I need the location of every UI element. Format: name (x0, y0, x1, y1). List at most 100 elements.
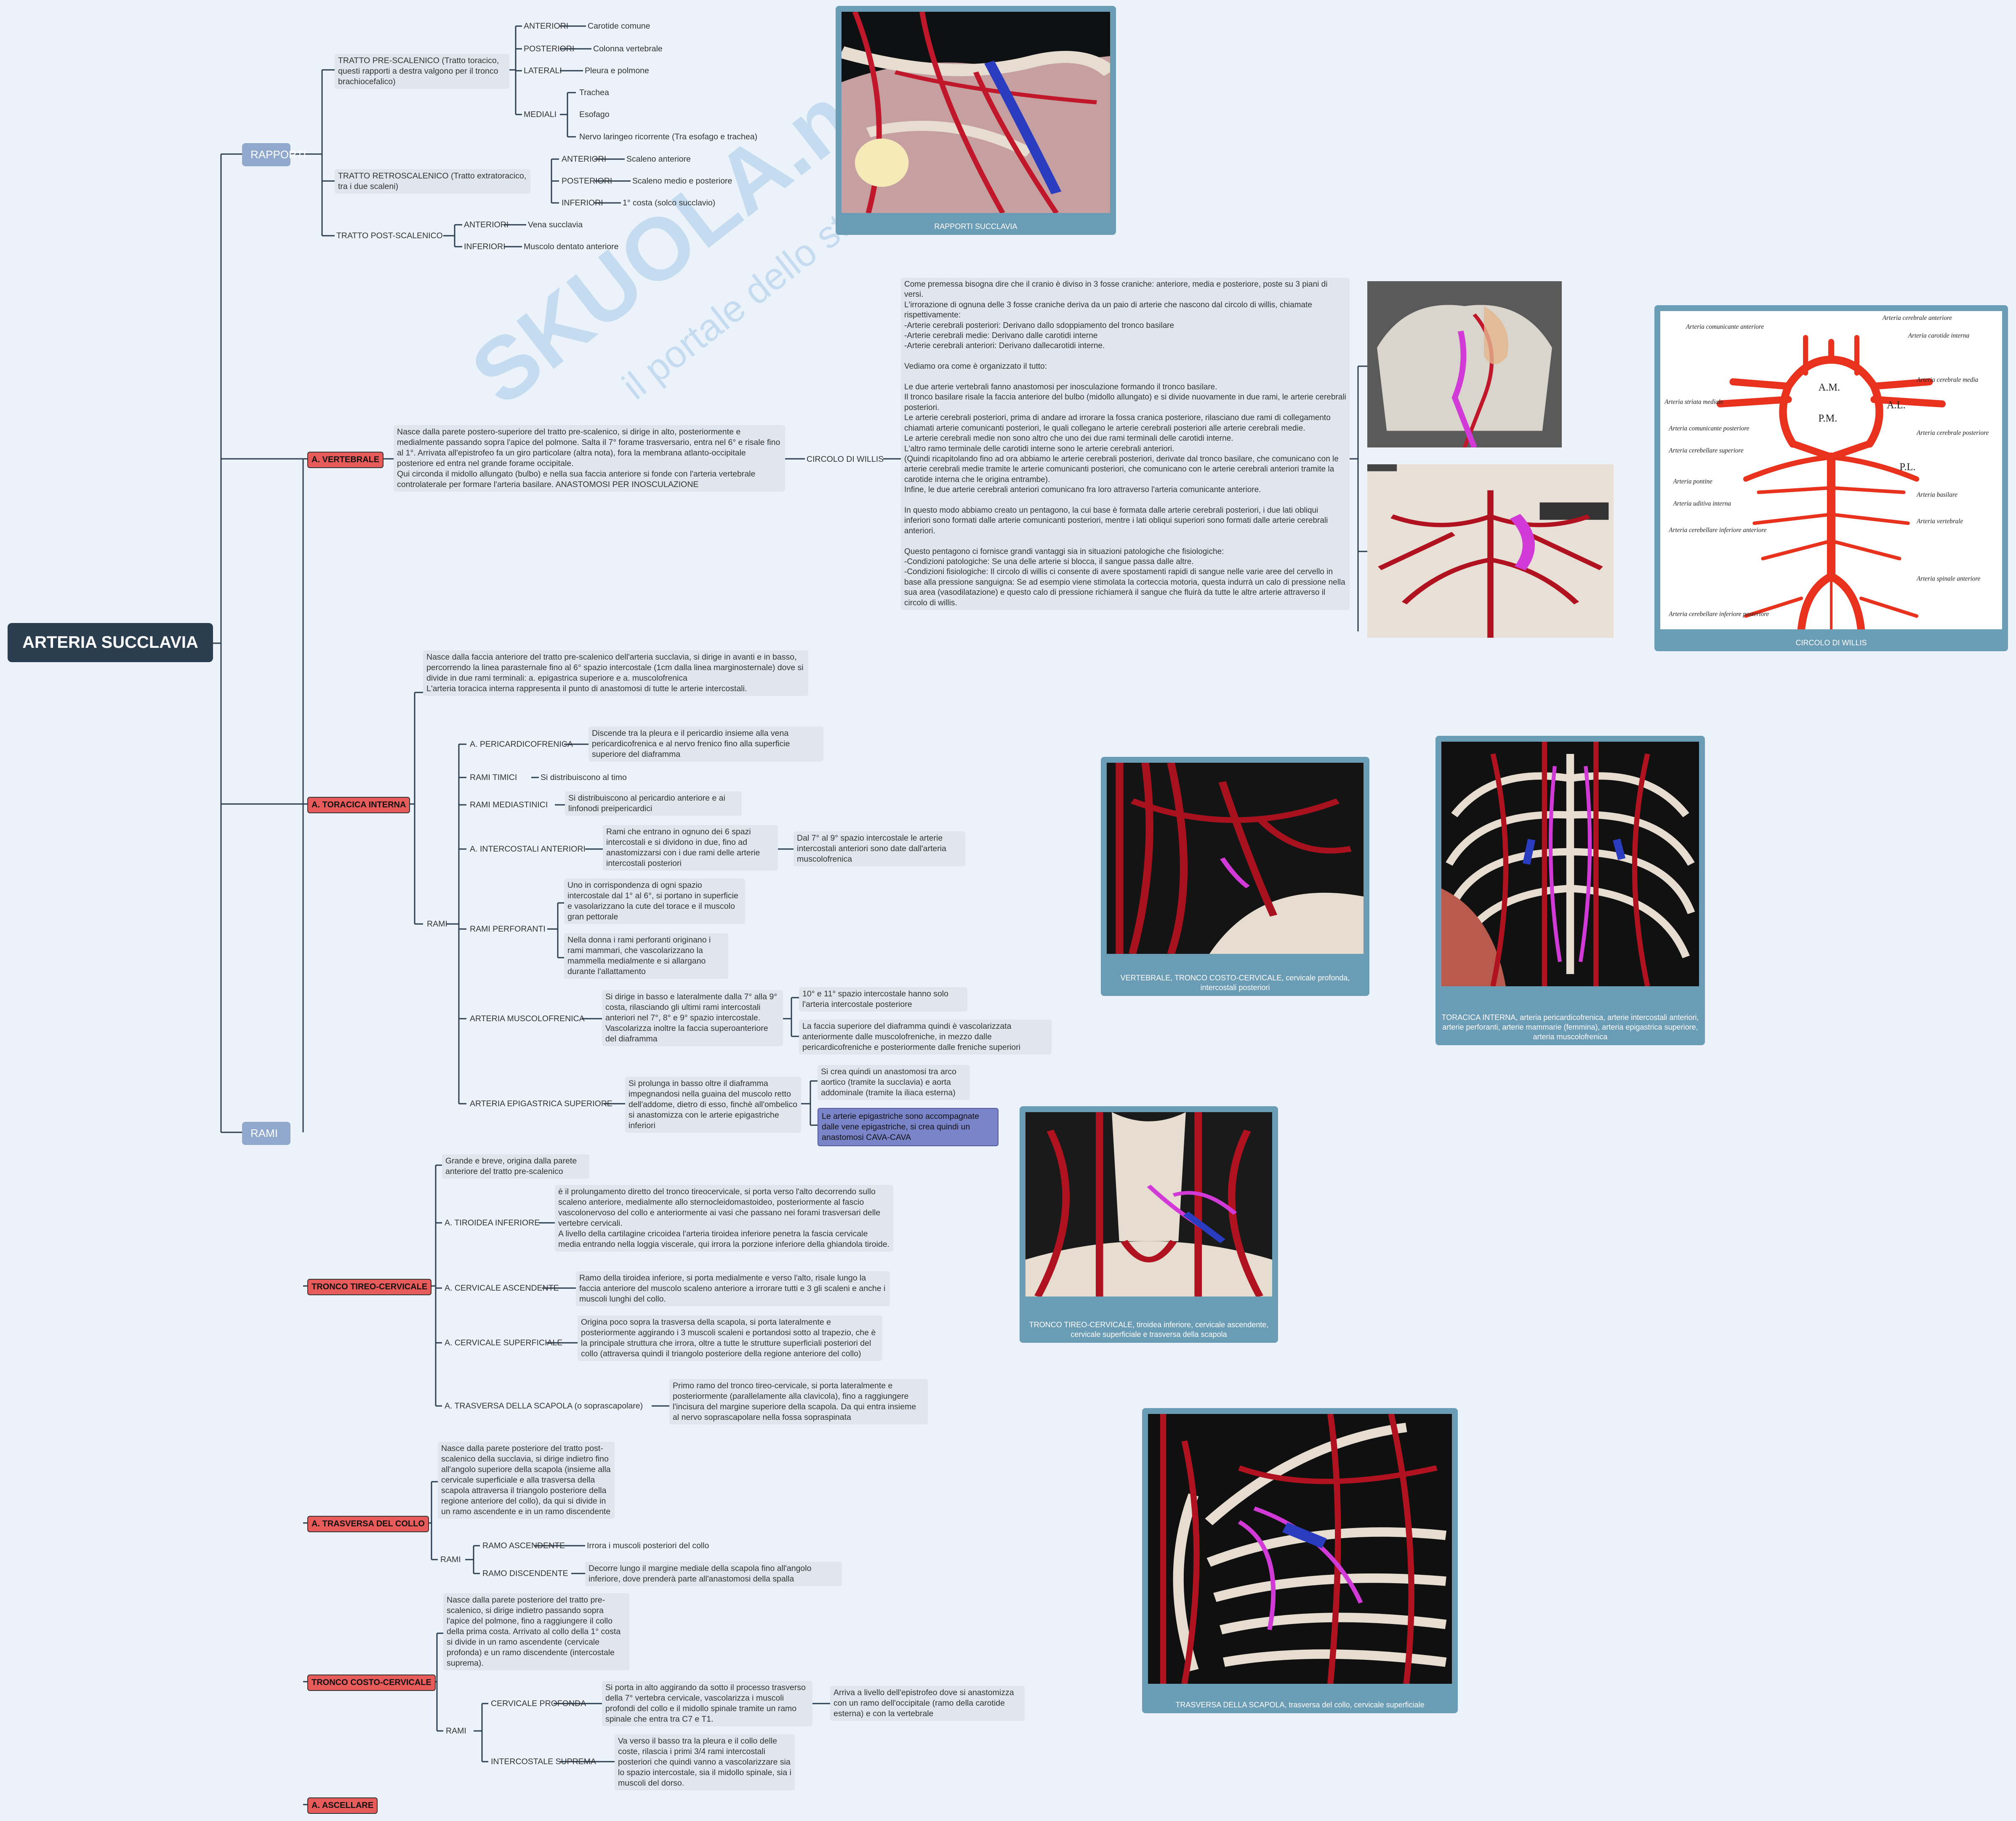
pre-anteriori[interactable]: ANTERIORI (522, 20, 570, 32)
pre-mediali[interactable]: MEDIALI (522, 109, 558, 121)
anatomy-image-toracica (1441, 742, 1699, 986)
cervicale-profonda-node[interactable]: CERVICALE PROFONDA (489, 1698, 588, 1710)
caption-vertebrale: VERTEBRALE, TRONCO COSTO-CERVICALE, cerv… (1105, 973, 1365, 993)
toracica-rami[interactable]: RAMI (425, 918, 449, 930)
anatomy-image-rapporti (842, 12, 1110, 213)
costo-rami[interactable]: RAMI (444, 1725, 468, 1737)
pre-posteriori-value: Colonna vertebrale (591, 43, 664, 55)
post-scalenico-node[interactable]: TRATTO POST-SCALENICO (335, 230, 445, 242)
willis-label-11: Arteria basilare (1916, 491, 1957, 498)
retro-anteriori-value: Scaleno anteriore (625, 153, 692, 165)
willis-explanation: Come premessa bisogna dire che il cranio… (901, 278, 1350, 610)
vertebrale-description: Nasce dalla parete postero-superiore del… (394, 425, 785, 492)
willis-node[interactable]: CIRCOLO DI WILLIS (805, 453, 885, 466)
muscolofrenica-node[interactable]: ARTERIA MUSCOLOFRENICA (468, 1013, 586, 1025)
caption-rapporti: RAPPORTI SUCCLAVIA (840, 222, 1112, 232)
pericardicofrenica-text: Discende tra la pleura e il pericardio i… (589, 727, 823, 761)
costo-description: Nasce dalla parete posteriore del tratto… (443, 1593, 629, 1670)
caption-trasversa: TRASVERSA DELLA SCAPOLA, trasversa del c… (1146, 1700, 1454, 1710)
post-anteriori-value: Vena succlavia (526, 219, 584, 231)
epigastrica-text: Si prolunga in basso oltre il diaframma … (625, 1077, 801, 1133)
image-card-toracica[interactable]: TORACICA INTERNA, arteria pericardicofre… (1435, 736, 1705, 1045)
intercostali-text: Rami che entrano in ognuno dei 6 spazi i… (603, 825, 778, 871)
retro-posteriori[interactable]: POSTERIORI (560, 175, 614, 187)
muscolofrenica-text-3: La faccia superiore del diaframma quindi… (799, 1020, 1052, 1054)
pre-posteriori[interactable]: POSTERIORI (522, 43, 576, 55)
willis-label-3: Arteria cerebrale media (1916, 376, 1979, 383)
willis-mark-pm: P.M. (1819, 413, 1838, 424)
willis-diagram: Arteria comunicante anteriore Arteria ce… (1660, 311, 2002, 629)
tireo-description: Grande e breve, origina dalla parete ant… (442, 1154, 589, 1179)
tiroidea-text: è il prolungamento diretto del tronco ti… (555, 1185, 893, 1251)
cervicale-superficiale-node[interactable]: A. CERVICALE SUPERFICIALE (443, 1337, 564, 1349)
willis-label-5: Arteria comunicante posteriore (1668, 425, 1749, 432)
willis-mark-al: A.L. (1887, 399, 1906, 411)
willis-label-2: Arteria carotide interna (1908, 332, 1970, 339)
mediastinici-node[interactable]: RAMI MEDIASTINICI (468, 799, 549, 811)
mediali-esofago: Esofago (578, 109, 611, 121)
trasversa-collo-rami[interactable]: RAMI (439, 1554, 463, 1566)
cervicale-superficiale-text: Origina poco sopra la trasversa della sc… (578, 1315, 882, 1361)
trasversa-collo-node[interactable]: A. TRASVERSA DEL COLLO (307, 1516, 429, 1532)
rami-node[interactable]: RAMI (242, 1122, 290, 1145)
willis-label-1: Arteria cerebrale anteriore (1882, 314, 1952, 322)
pre-scalenico-node[interactable]: TRATTO PRE-SCALENICO (Tratto toracico, q… (335, 54, 509, 89)
ramo-discendente-node[interactable]: RAMO DISCENDENTE (481, 1568, 570, 1580)
willis-label-6: Arteria cerebellare superiore (1668, 447, 1743, 454)
muscolofrenica-text-2: 10° e 11° spazio intercostale hanno solo… (799, 987, 967, 1012)
caption-tireo: TRONCO TIREO-CERVICALE, tiroidea inferio… (1024, 1320, 1274, 1339)
post-inferiori-value: Muscolo dentato anteriore (522, 241, 620, 253)
image-card-trasversa[interactable]: TRASVERSA DELLA SCAPOLA, trasversa del c… (1142, 1408, 1458, 1713)
pre-anteriori-value: Carotide comune (586, 20, 652, 32)
trasversa-scapola-text: Primo ramo del tronco tireo-cervicale, s… (669, 1379, 928, 1424)
caption-toracica: TORACICA INTERNA, arteria pericardicofre… (1440, 1013, 1701, 1042)
epigastrica-node[interactable]: ARTERIA EPIGASTRICA SUPERIORE (468, 1098, 614, 1110)
mediali-trachea: Trachea (578, 87, 611, 99)
image-card-willis[interactable]: Arteria comunicante anteriore Arteria ce… (1654, 305, 2008, 651)
toracica-interna-node[interactable]: A. TORACICA INTERNA (307, 797, 410, 813)
pericardicofrenica-node[interactable]: A. PERICARDICOFRENICA (468, 738, 575, 751)
epigastrica-text-2: Si crea quindi un anastomosi tra arco ao… (818, 1065, 970, 1100)
perforanti-text-2: Nella donna i rami perforanti originano … (564, 933, 728, 979)
willis-label-9: Arteria cerebellare inferiore anteriore (1668, 527, 1766, 534)
tiroidea-inferiore-node[interactable]: A. TIROIDEA INFERIORE (443, 1217, 541, 1229)
image-card-tireo[interactable]: TRONCO TIREO-CERVICALE, tiroidea inferio… (1020, 1106, 1278, 1343)
image-card-rapporti[interactable]: RAPPORTI SUCCLAVIA (836, 6, 1116, 235)
image-willis-3d-2[interactable] (1367, 464, 1614, 638)
root-title[interactable]: ARTERIA SUCCLAVIA (8, 623, 213, 662)
willis-label-12: Arteria vertebrale (1916, 518, 1963, 525)
cervicale-ascendente-node[interactable]: A. CERVICALE ASCENDENTE (443, 1282, 561, 1294)
willis-mark-pl: P.L. (1899, 461, 1915, 473)
intercostale-suprema-text: Va verso il basso tra la pleura e il col… (615, 1734, 795, 1790)
intercostale-suprema-node[interactable]: INTERCOSTALE SUPREMA (489, 1756, 598, 1768)
retroscalenico-node[interactable]: TRATTO RETROSCALENICO (Tratto extratorac… (335, 169, 530, 194)
timici-node[interactable]: RAMI TIMICI (468, 772, 519, 784)
ramo-discendente-text: Decorre lungo il margine mediale della s… (585, 1562, 842, 1586)
vertebrale-node[interactable]: A. VERTEBRALE (307, 452, 383, 468)
skull-icon (1367, 281, 1562, 447)
willis-mark-am: A.M. (1819, 382, 1840, 393)
perforanti-node[interactable]: RAMI PERFORANTI (468, 923, 547, 935)
costo-cervicale-node[interactable]: TRONCO COSTO-CERVICALE (307, 1675, 436, 1691)
retro-inferiori[interactable]: INFERIORI (560, 197, 605, 209)
ramo-ascendente-text: Irrora i muscoli posteriori del collo (585, 1540, 711, 1552)
caption-willis: CIRCOLO DI WILLIS (1659, 638, 2004, 648)
ramo-ascendente-node[interactable]: RAMO ASCENDENTE (481, 1540, 567, 1552)
image-willis-3d-1[interactable] (1367, 281, 1562, 447)
brain-arteries-icon (1367, 464, 1614, 638)
trasversa-collo-text: Nasce dalla parete posteriore del tratto… (438, 1442, 615, 1519)
trasversa-scapola-node[interactable]: A. TRASVERSA DELLA SCAPOLA (o soprascapo… (443, 1400, 644, 1412)
image-card-vertebrale[interactable]: VERTEBRALE, TRONCO COSTO-CERVICALE, cerv… (1101, 757, 1369, 996)
rapporti-node[interactable]: RAPPORTI (242, 143, 290, 166)
ascellare-node[interactable]: A. ASCELLARE (307, 1797, 378, 1814)
pre-laterali[interactable]: LATERALI (522, 65, 564, 77)
post-anteriori[interactable]: ANTERIORI (462, 219, 510, 231)
tireo-cervicale-node[interactable]: TRONCO TIREO-CERVICALE (307, 1279, 431, 1295)
willis-label-8: Arteria uditiva interna (1672, 500, 1731, 507)
post-inferiori[interactable]: INFERIORI (462, 241, 507, 253)
willis-label-10: Arteria cerebrale posteriore (1916, 429, 1989, 437)
retro-anteriori[interactable]: ANTERIORI (560, 153, 608, 165)
muscolofrenica-text: Si dirige in basso e lateralmente dalla … (602, 990, 783, 1046)
intercostali-anteriori-node[interactable]: A. INTERCOSTALI ANTERIORI (468, 843, 587, 855)
